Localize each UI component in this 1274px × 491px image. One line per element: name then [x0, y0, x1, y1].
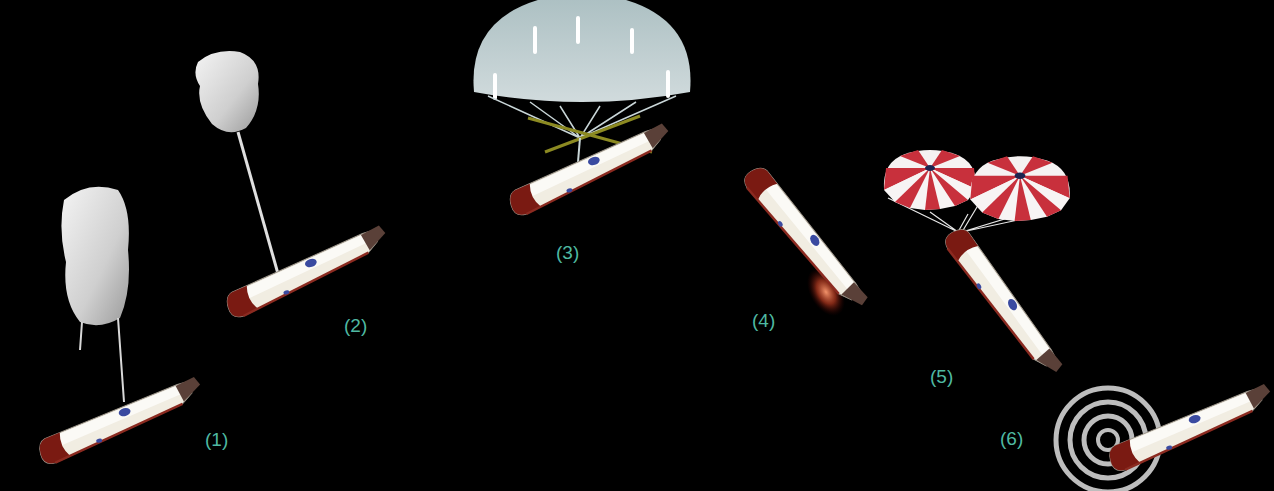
stage-4 — [741, 153, 870, 325]
vehicle — [1102, 383, 1274, 473]
striped-canopy — [970, 156, 1070, 221]
vehicle — [218, 224, 396, 319]
callout-number: (2) — [344, 315, 367, 337]
callout-number: (6) — [1000, 428, 1023, 450]
vehicle — [32, 376, 210, 466]
callout-number: (5) — [930, 366, 953, 388]
stage-3 — [473, 0, 690, 218]
stage-1 — [32, 187, 210, 466]
canopy-streak — [495, 18, 668, 98]
callout-number: (3) — [556, 242, 579, 264]
vehicle — [741, 153, 870, 325]
drogue-chute — [195, 51, 258, 132]
riser-line — [578, 138, 580, 162]
vehicle — [942, 216, 1064, 390]
vehicle — [501, 122, 679, 217]
drogue-chute — [61, 187, 129, 326]
stage-6 — [1056, 383, 1274, 491]
callout-number: (1) — [205, 429, 228, 451]
callout-number: (4) — [752, 310, 775, 332]
riser-line — [238, 132, 282, 288]
stage-5 — [884, 150, 1070, 390]
riser-line — [80, 318, 124, 402]
main-canopy — [473, 0, 690, 102]
stage-2 — [195, 51, 396, 319]
striped-canopy — [884, 150, 976, 210]
